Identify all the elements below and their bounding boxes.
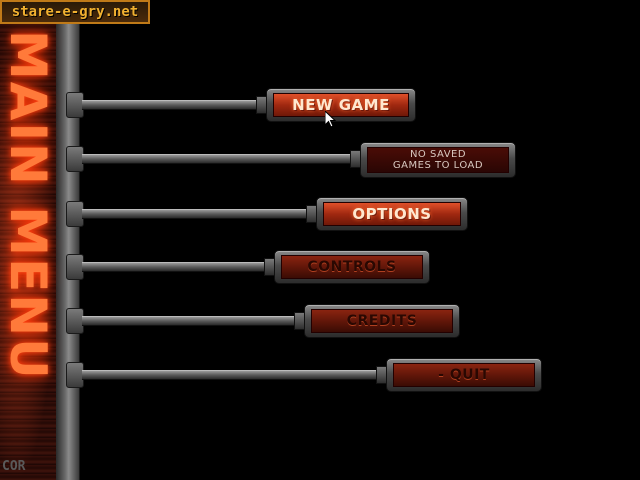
load-line-2: GAMES TO LOAD: [392, 160, 484, 171]
button-housing: OPTIONS: [316, 197, 468, 231]
button-housing: NO SAVED GAMES TO LOAD: [360, 142, 516, 178]
connector-rod: [82, 316, 294, 326]
watermark-text: stare-e-gry.net: [11, 4, 139, 20]
quit-button[interactable]: - QUIT: [393, 363, 535, 387]
controls-button[interactable]: CONTROLS: [281, 255, 423, 279]
connector-rod: [82, 209, 308, 219]
connector-rod: [82, 370, 378, 380]
load-game-button[interactable]: NO SAVED GAMES TO LOAD: [367, 147, 509, 173]
menu-row-controls: CONTROLS: [66, 250, 436, 284]
main-menu-title: MAIN MENU: [0, 30, 57, 381]
new-game-button[interactable]: NEW GAME: [273, 93, 409, 117]
side-footer-text: COR: [2, 459, 26, 474]
connector-rod: [82, 262, 266, 272]
connector-rod: [82, 154, 352, 164]
side-panel: COR: [0, 24, 56, 480]
credits-button[interactable]: CREDITS: [311, 309, 453, 333]
menu-row-load: NO SAVED GAMES TO LOAD: [66, 142, 526, 178]
connector-rod: [82, 100, 260, 110]
load-line-1: NO SAVED: [409, 149, 467, 160]
menu-row-quit: - QUIT: [66, 358, 546, 392]
button-housing: CONTROLS: [274, 250, 430, 284]
watermark: stare-e-gry.net: [0, 0, 150, 24]
menu-row-credits: CREDITS: [66, 304, 466, 338]
button-housing: CREDITS: [304, 304, 460, 338]
menu-row-options: OPTIONS: [66, 197, 476, 231]
button-housing: NEW GAME: [266, 88, 416, 122]
arrow-cursor-icon: [325, 111, 337, 128]
options-button[interactable]: OPTIONS: [323, 202, 461, 226]
menu-row-new-game: NEW GAME: [66, 88, 426, 122]
button-housing: - QUIT: [386, 358, 542, 392]
